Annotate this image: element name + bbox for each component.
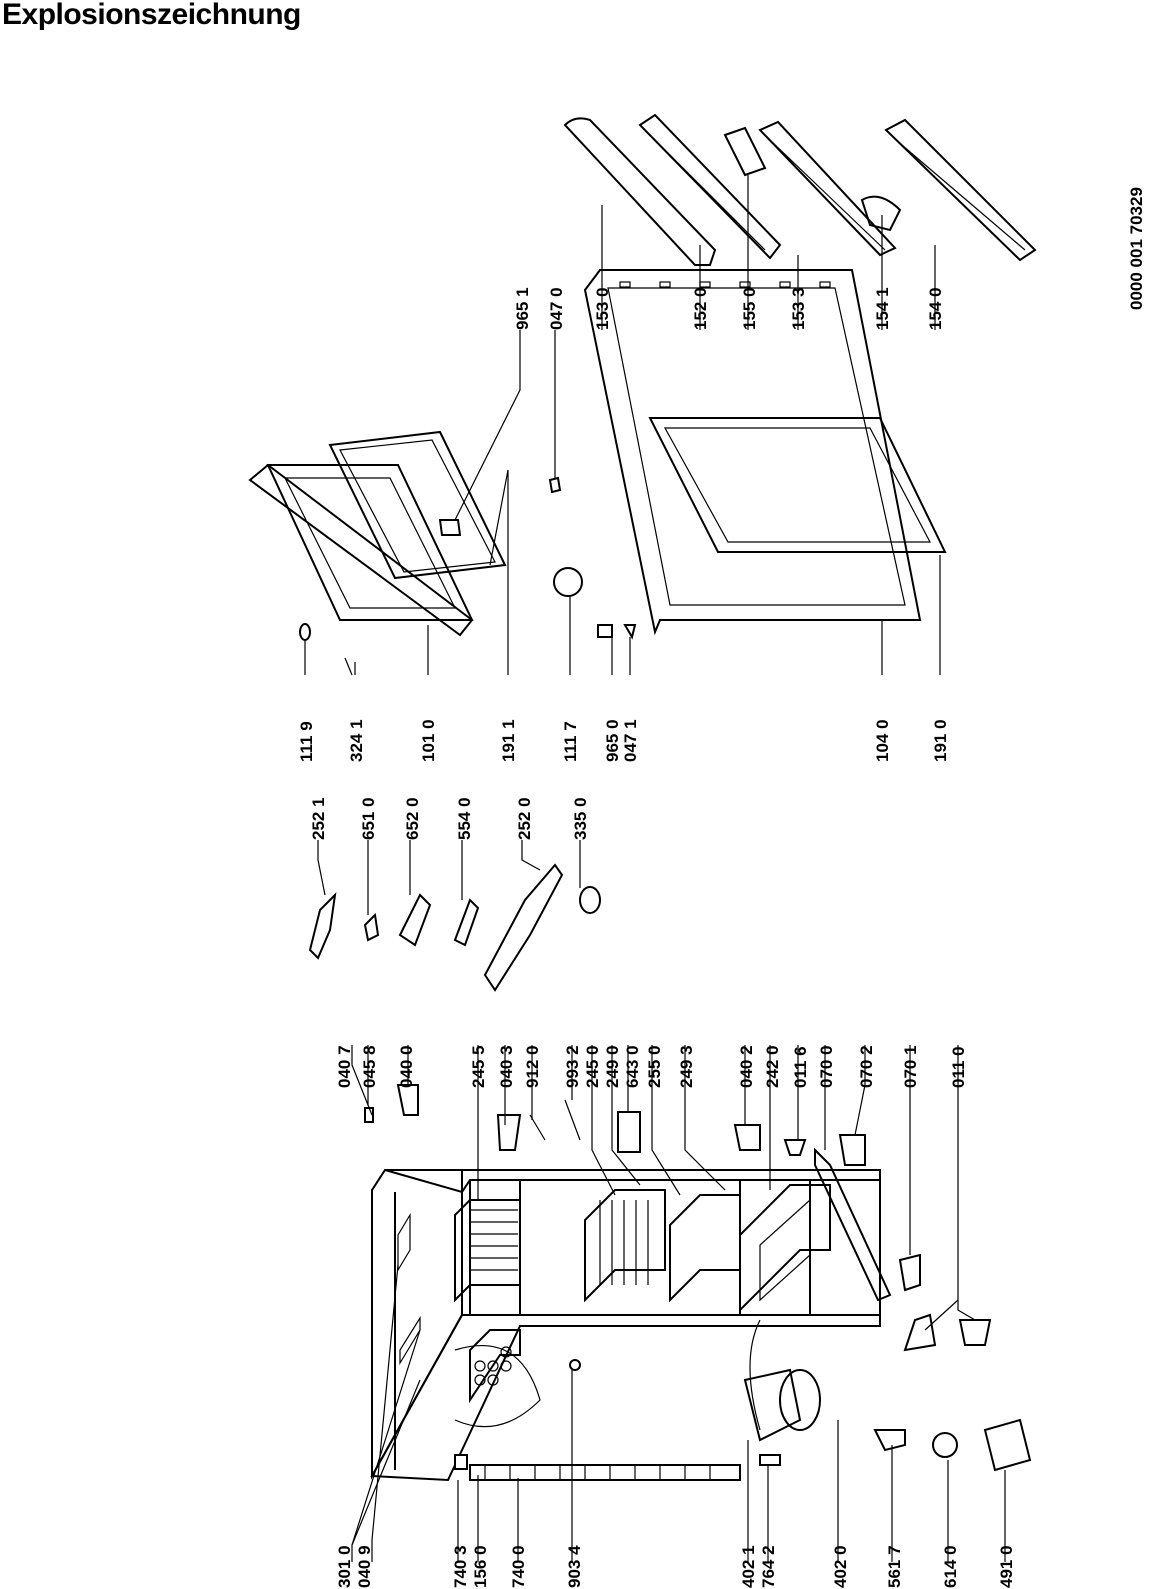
part-label: 652 0	[403, 797, 422, 840]
part-label: 153 0	[593, 287, 612, 330]
part-label: 491 0	[997, 1545, 1016, 1588]
part-label: 101 0	[419, 719, 438, 762]
part-label: 903 4	[565, 1545, 584, 1588]
part-label: 965 0	[603, 719, 622, 762]
part-label: 651 0	[359, 797, 378, 840]
freezer-door-drawing	[248, 430, 507, 676]
part-label: 191 1	[499, 719, 518, 762]
part-label: 301 0	[335, 1545, 354, 1588]
part-label: 154 0	[926, 287, 945, 330]
part-label: 402 1	[739, 1545, 758, 1588]
part-label: 040 7	[335, 1045, 354, 1088]
part-label: 156 0	[471, 1545, 490, 1588]
part-label: 255 0	[645, 1045, 664, 1088]
part-label: 252 1	[309, 797, 328, 840]
part-label: 153 3	[789, 287, 808, 330]
part-label: 070 2	[857, 1045, 876, 1088]
part-labels: 301 0 040 9 740 3 156 0 740 0 903 4 402 …	[297, 187, 1146, 1588]
part-label: 155 0	[740, 287, 759, 330]
part-label: 040 9	[355, 1545, 374, 1588]
part-label: 643 0	[623, 1045, 642, 1088]
part-label: 011 6	[791, 1046, 810, 1088]
part-label: 554 0	[455, 797, 474, 840]
leader-lines	[304, 175, 1006, 1562]
part-label: 740 3	[451, 1545, 470, 1588]
part-label: 070 0	[817, 1045, 836, 1088]
part-label: 324 1	[347, 719, 366, 762]
part-label: 965 1	[513, 287, 532, 330]
cabinet-drawing	[364, 1084, 1032, 1482]
part-label: 993 2	[563, 1045, 582, 1088]
part-label: 249 0	[603, 1045, 622, 1088]
part-label: 104 0	[873, 719, 892, 762]
part-label: 740 0	[509, 1545, 528, 1588]
part-label: 249 3	[677, 1045, 696, 1088]
part-label: 242 0	[763, 1045, 782, 1088]
fridge-door-drawing	[548, 269, 947, 640]
part-label: 111 7	[561, 721, 580, 762]
door-bins-drawing	[563, 113, 1037, 266]
document-code: 0000 001 70329	[1127, 187, 1146, 310]
part-label: 154 1	[873, 287, 892, 330]
part-label: 252 0	[515, 797, 534, 840]
part-label: 764 2	[759, 1545, 778, 1588]
part-label: 011 0	[949, 1046, 968, 1088]
part-label: 912 0	[523, 1045, 542, 1088]
part-label: 040 3	[497, 1045, 516, 1088]
part-label: 614 0	[941, 1545, 960, 1588]
part-label: 047 1	[621, 719, 640, 762]
part-label: 191 0	[931, 719, 950, 762]
part-label: 047 0	[547, 287, 566, 330]
part-label: 335 0	[571, 797, 590, 840]
part-label: 245 5	[469, 1045, 488, 1088]
part-label: 402 0	[831, 1545, 850, 1588]
part-label: 040 2	[737, 1045, 756, 1088]
part-label: 111 9	[297, 721, 316, 762]
page-title: Explosionszeichnung	[2, 0, 301, 31]
thermostat-drawing	[308, 863, 601, 992]
part-label: 245 0	[583, 1045, 602, 1088]
part-label: 561 7	[885, 1545, 904, 1588]
part-label: 040 0	[397, 1045, 416, 1088]
part-label: 152 0	[691, 287, 710, 330]
part-label: 045 8	[360, 1045, 379, 1088]
part-label: 070 1	[901, 1045, 920, 1088]
